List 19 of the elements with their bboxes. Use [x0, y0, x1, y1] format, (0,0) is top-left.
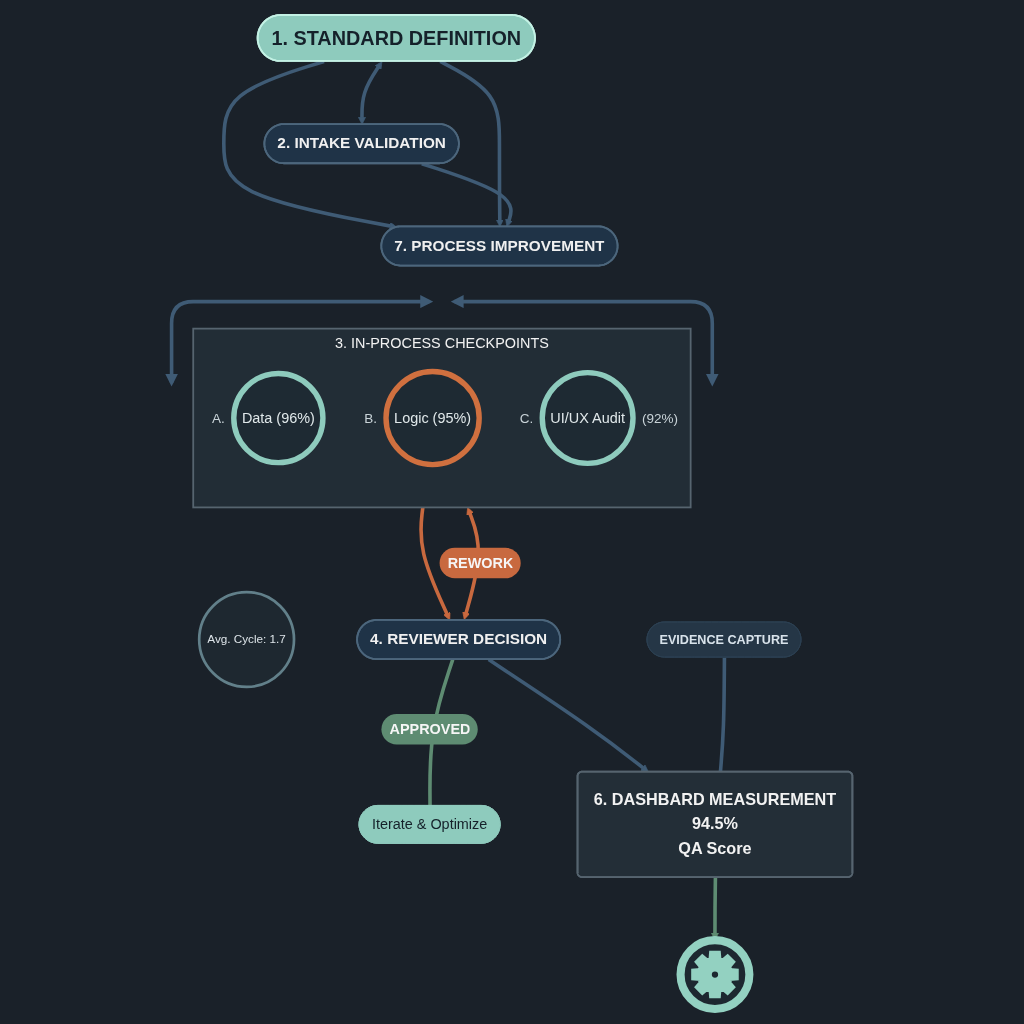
arrow: [487, 658, 649, 773]
arrow: [421, 162, 513, 228]
side-label: B.: [364, 410, 377, 426]
side-label: C.: [519, 410, 534, 426]
node-circle: Logic (95%): [383, 368, 482, 468]
edge-label: APPROVED: [389, 721, 471, 737]
node-circle: UI/UX Audit: [539, 369, 636, 467]
connector: [718, 657, 727, 773]
arrow: [419, 507, 451, 621]
node-circle: [676, 936, 754, 1014]
node-circle: Data (96%): [231, 370, 326, 466]
arrow: [450, 295, 719, 387]
edge-label: REWORK: [447, 554, 514, 571]
node-circle: Avg. Cycle: 1.7: [197, 590, 296, 689]
arrow: [165, 295, 434, 387]
side-label: A.: [212, 410, 225, 426]
arrow: [439, 59, 504, 228]
arrow: [358, 61, 383, 125]
side-label: (92%): [642, 410, 679, 426]
